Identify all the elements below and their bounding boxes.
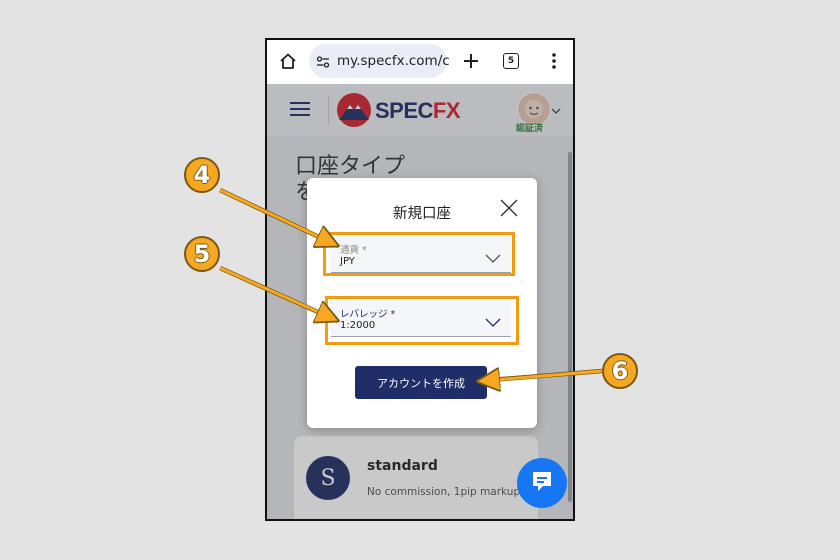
logo-fx: FX [432,98,461,123]
chevron-down-icon [485,248,501,267]
chat-icon [529,468,555,498]
specfx-logo-icon [336,92,372,132]
callout-badge-6: 6 [602,353,638,389]
highlight-currency [323,232,515,276]
logo-spec: SPEC [375,98,433,123]
menu-icon[interactable] [543,50,565,72]
callout-badge-5: 5 [184,236,220,272]
leverage-value: 1:2000 [340,320,376,331]
address-bar[interactable]: my.specfx.com/c [309,44,450,78]
phone-frame: my.specfx.com/c 5 SPECFX 認証済 [265,38,575,521]
site-settings-icon[interactable] [316,54,330,73]
account-type-description: No commission, 1pip markup. [367,486,524,498]
callout-badge-4: 4 [184,157,220,193]
chevron-down-icon [485,312,501,331]
close-icon[interactable] [499,198,519,218]
leverage-select[interactable]: レバレッジ * 1:2000 [331,300,511,337]
chat-button[interactable] [517,458,567,508]
header-divider [328,95,329,125]
account-type-title: standard [367,458,438,474]
account-type-card[interactable]: S standard No commission, 1pip markup. [294,436,538,519]
dialog-title: 新規口座 [393,206,451,222]
hamburger-menu-icon[interactable] [289,101,311,121]
leverage-label: レバレッジ * [340,309,396,320]
avatar[interactable] [517,92,551,126]
home-icon[interactable] [277,50,299,72]
browser-toolbar: my.specfx.com/c 5 [267,40,573,84]
account-badge: S [306,456,350,500]
currency-label: 通貨 * [340,245,367,256]
url-text: my.specfx.com/c [337,53,450,69]
verified-label: 認証済 [516,124,544,134]
scrollbar[interactable] [568,152,572,502]
tab-count: 5 [507,56,515,66]
chevron-down-icon[interactable] [551,100,561,119]
currency-value: JPY [340,256,355,267]
new-tab-icon[interactable] [460,50,482,72]
page-title: 口座タイプ を [295,154,405,206]
currency-select[interactable]: 通貨 * JPY [331,236,511,273]
tabs-icon[interactable]: 5 [503,53,519,69]
specfx-logo-text[interactable]: SPECFX [375,98,461,124]
create-account-button[interactable]: アカウントを作成 [355,366,487,399]
page-title-line1: 口座タイプ [295,154,406,179]
site-header: SPECFX 認証済 [267,84,573,136]
